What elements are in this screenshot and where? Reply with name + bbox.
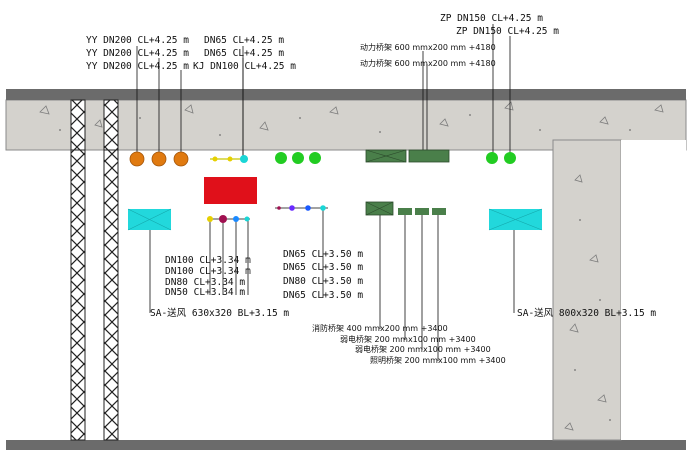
sa-duct-left-cross: [127, 208, 172, 231]
yy-pipe-2: [151, 151, 167, 167]
dn-right-label-2: DN65 CL+3.50 m: [283, 262, 364, 273]
dn65-top-label-2: DN65 CL+4.25 m: [204, 48, 285, 59]
green-pipe-1: [275, 152, 287, 164]
left-hatched-upper-2: [103, 99, 119, 151]
weak-tray-1: [398, 208, 412, 215]
dn-mid-label-4: DN50 CL+3.34 m: [165, 287, 246, 298]
power-tray-2: [408, 149, 450, 163]
small-pipe-3: [240, 155, 248, 163]
green-pipe-2: [292, 152, 304, 164]
dn-right-label-1: DN65 CL+3.50 m: [283, 249, 364, 260]
sa-duct-right-cross: [488, 208, 543, 231]
sa-left-label: SA-送风 630x320 BL+3.15 m: [150, 308, 290, 319]
left-hatched-column-1: [70, 149, 86, 441]
concrete-texture: [39, 101, 664, 431]
mid-pipe-1: [207, 216, 213, 222]
right-column: [552, 139, 622, 441]
yy-label-3: YY DN200 CL+4.25 m: [86, 61, 189, 72]
right-beam-gap: [621, 140, 686, 440]
weak-tray-2: [415, 208, 429, 215]
red-equipment: [204, 177, 257, 204]
yy-label-2: YY DN200 CL+4.25 m: [86, 48, 189, 59]
leader-lines: [136, 24, 515, 361]
fire-tray-cross: [365, 201, 394, 216]
kj-label: KJ DN100 CL+4.25 m: [193, 61, 296, 72]
yy-pipe-1: [129, 151, 145, 167]
dn-right-label-3: DN80 CL+3.50 m: [283, 276, 364, 287]
mid-pipe-4: [244, 216, 250, 222]
right-pipe-1: [277, 206, 281, 210]
dn-mid-label-3: DN80 CL+3.34 m: [165, 277, 246, 288]
power-tray-label-1: 动力桥架 600 mmx200 mm +4180: [360, 43, 496, 52]
dn-mid-label-2: DN100 CL+3.34 m: [165, 266, 251, 277]
fire-tray-label: 消防桥架 400 mmx200 mm +3400: [312, 324, 448, 333]
left-hatched-upper-1: [70, 99, 86, 151]
mid-pipe-3: [233, 216, 239, 222]
right-pipe-4: [320, 205, 326, 211]
slab-top-band: [6, 89, 686, 100]
power-tray-label-2: 动力桥架 600 mmx200 mm +4180: [360, 59, 496, 68]
small-pipe-2: [227, 156, 233, 162]
zp-pipe-1: [486, 152, 498, 164]
green-pipe-3: [309, 152, 321, 164]
light-tray-label: 照明桥架 200 mmx100 mm +3400: [370, 356, 506, 365]
floor-band: [6, 440, 686, 450]
yy-label-1: YY DN200 CL+4.25 m: [86, 35, 189, 46]
left-hatched-column-2: [103, 149, 119, 441]
right-pipe-2: [289, 205, 295, 211]
zp-label-2: ZP DN150 CL+4.25 m: [456, 26, 559, 37]
weak-tray-label-1: 弱电桥架 200 mmx100 mm +3400: [340, 335, 476, 344]
small-pipe-1: [212, 156, 218, 162]
mid-pipe-2: [219, 215, 227, 223]
sa-right-label: SA-送风 800x320 BL+3.15 m: [517, 308, 657, 319]
dn-right-label-4: DN65 CL+3.50 m: [283, 290, 364, 301]
light-tray: [432, 208, 446, 215]
yy-pipe-3: [173, 151, 189, 167]
zp-pipe-2: [504, 152, 516, 164]
dn-mid-label-1: DN100 CL+3.34 m: [165, 255, 251, 266]
zp-label-1: ZP DN150 CL+4.25 m: [440, 13, 543, 24]
power-tray-1-cross: [365, 149, 407, 163]
concrete-dots: [59, 114, 631, 421]
weak-tray-label-2: 弱电桥架 200 mmx100 mm +3400: [355, 345, 491, 354]
right-pipe-3: [305, 205, 311, 211]
dn65-top-label-1: DN65 CL+4.25 m: [204, 35, 285, 46]
